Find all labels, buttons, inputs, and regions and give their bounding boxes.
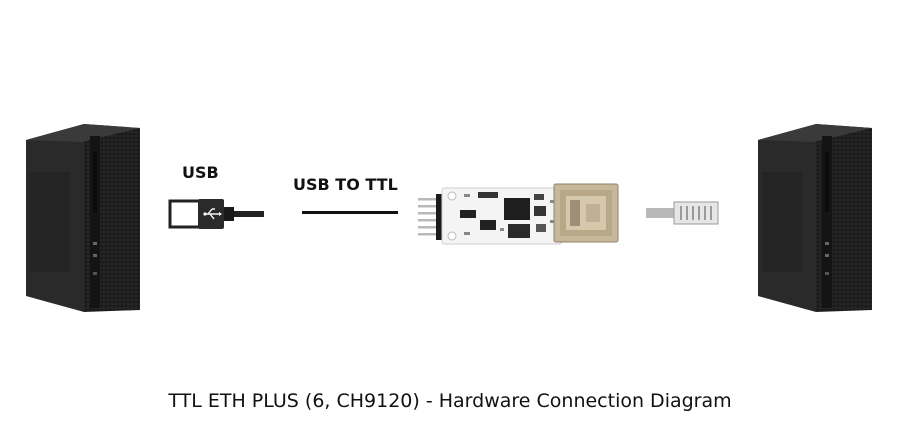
right-desktop-pc-icon bbox=[758, 124, 872, 312]
usb-to-ttl-label: USB TO TTL bbox=[293, 175, 398, 194]
ttl-eth-module bbox=[418, 183, 619, 245]
usb-label: USB bbox=[182, 163, 219, 182]
usb-plug-icon bbox=[168, 199, 264, 229]
left-desktop-pc-icon bbox=[26, 124, 140, 312]
usb-ttl-connection-line bbox=[302, 211, 398, 214]
ethernet-plug-icon bbox=[646, 201, 719, 225]
diagram-caption: TTL ETH PLUS (6, CH9120) - Hardware Conn… bbox=[168, 390, 732, 412]
